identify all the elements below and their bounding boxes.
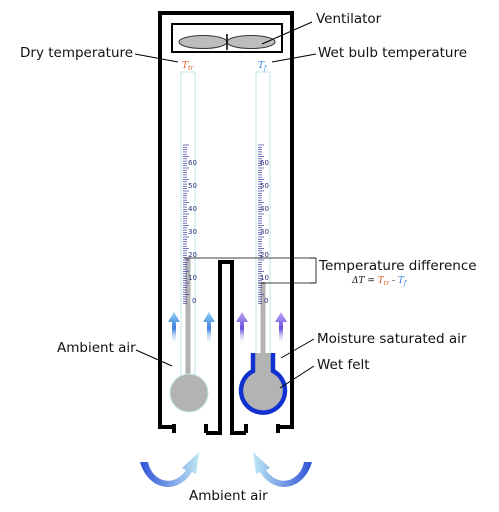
- formula-wet: T: [398, 276, 405, 286]
- housing-outer: [158, 11, 294, 429]
- scale-tick-label: 0: [192, 297, 196, 305]
- wet-air-arrow-right: [275, 312, 287, 345]
- scale-tick-label: 0: [264, 297, 268, 305]
- dry-temperature-label: Dry temperature: [20, 45, 133, 61]
- wet-scale-labels: 60 50 40 30 20 10 0: [260, 159, 269, 305]
- housing: [158, 11, 294, 435]
- difference-bracket: [310, 257, 317, 284]
- formula-wet-sub: f: [403, 280, 408, 287]
- ventilator-label: Ventilator: [316, 11, 382, 27]
- dry-symbol-main: T: [182, 61, 189, 71]
- fan-blade-right: [226, 35, 276, 49]
- wet-felt-leader: [279, 365, 315, 389]
- scale-tick-label: 50: [260, 182, 269, 190]
- dry-thermometer: 60 50 40 30 20 10 0: [169, 71, 209, 413]
- wet-felt: [238, 353, 288, 415]
- scale-tick-label: 60: [260, 159, 269, 167]
- formula-prefix: ΔT =: [351, 276, 378, 286]
- ambient-air-bottom-label: Ambient air: [189, 488, 268, 504]
- leader-lines: [134, 21, 317, 389]
- scale-tick-label: 10: [188, 274, 197, 282]
- dry-air-arrow-right: [203, 312, 215, 345]
- scale-tick-label: 30: [260, 228, 269, 236]
- scale-tick-label: 20: [260, 251, 269, 259]
- dry-bulb: [169, 373, 209, 413]
- ambient-air-left-label: Ambient air: [57, 340, 136, 356]
- housing-divider: [206, 260, 246, 435]
- wet-felt-stem: [257, 353, 269, 379]
- wet-temperature-symbol: Tf: [258, 61, 268, 72]
- scale-tick-label: 40: [188, 205, 197, 213]
- wet-bulb-temperature-label: Wet bulb temperature: [318, 45, 467, 61]
- dry-temperature-symbol: Ttr: [182, 61, 194, 72]
- scale-tick-label: 50: [188, 182, 197, 190]
- ambient-arrow-left: [140, 452, 199, 487]
- wet-scale: [258, 144, 264, 305]
- dry-air-arrow-left: [168, 312, 180, 345]
- dry-temp-leader: [134, 53, 179, 63]
- wet-air-arrow-left: [236, 312, 248, 345]
- formula-dry: T: [378, 276, 385, 286]
- ventilator: [171, 23, 283, 53]
- dry-scale-labels: 60 50 40 30 20 10 0: [188, 159, 197, 305]
- airflow-arrows: [168, 312, 287, 345]
- ambient-air-leader: [135, 349, 173, 367]
- scale-tick-label: 40: [260, 205, 269, 213]
- wet-symbol-main: T: [258, 61, 265, 71]
- scale-tick-label: 10: [260, 274, 269, 282]
- ventilator-leader: [261, 21, 313, 45]
- temperature-difference-bracket: [184, 257, 317, 284]
- wet-thermometer: 60 50 40 30 20 10 0: [238, 71, 288, 415]
- moisture-saturated-air-label: Moisture saturated air: [317, 331, 467, 347]
- ambient-air-arrows: [140, 452, 312, 487]
- ambient-arrow-right: [253, 452, 312, 487]
- wet-symbol-sub: f: [263, 65, 268, 72]
- scale-tick-label: 60: [188, 159, 197, 167]
- dry-scale: [183, 144, 189, 305]
- moisture-air-leader: [280, 338, 315, 359]
- fan-blade-left: [178, 35, 228, 49]
- wet-temp-leader: [271, 53, 317, 63]
- temperature-difference-formula: ΔT = Ttr - Tf: [351, 276, 408, 287]
- wet-mercury: [260, 282, 266, 378]
- scale-tick-label: 20: [188, 251, 197, 259]
- scale-tick-label: 30: [188, 228, 197, 236]
- housing-divider-caps: [204, 424, 248, 433]
- formula-dry-sub: tr: [384, 280, 390, 287]
- wet-felt-label: Wet felt: [317, 357, 370, 373]
- formula-minus: -: [389, 276, 398, 286]
- temperature-difference-label: Temperature difference: [318, 258, 477, 274]
- dry-symbol-sub: tr: [188, 65, 194, 72]
- dry-mercury: [185, 258, 191, 378]
